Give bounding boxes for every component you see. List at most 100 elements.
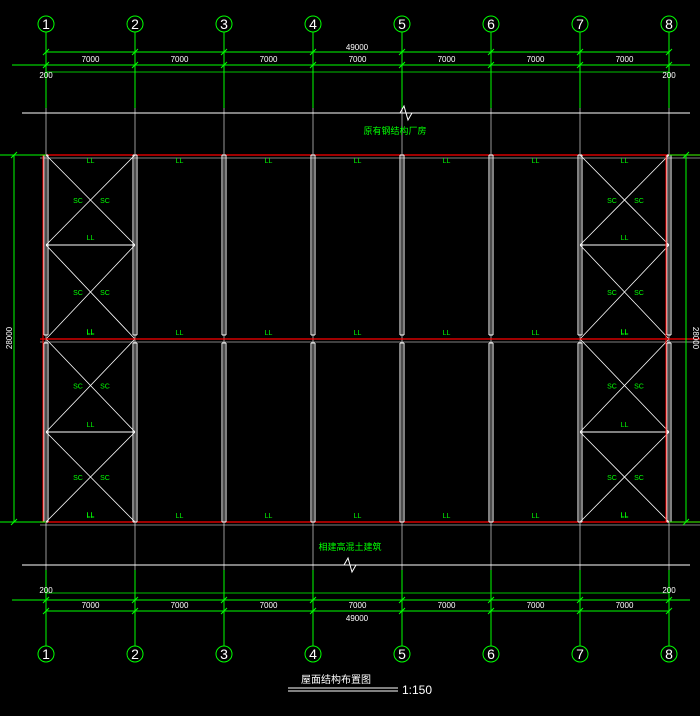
- axis-label-4-top: 4: [309, 16, 317, 32]
- total-tick-top-3: [220, 48, 228, 56]
- total-tick-bottom-2: [131, 607, 139, 615]
- total-tick-bottom-4: [309, 607, 317, 615]
- offset-dimension-bottom-left: 200: [39, 586, 53, 595]
- bay-dimension-bottom-7: 7000: [616, 601, 634, 610]
- total-tick-top-8: [665, 48, 673, 56]
- height-tick-left-1: [10, 518, 18, 526]
- brace-label-right-1-3: SC: [634, 475, 644, 482]
- strut-label-1-2: LL: [621, 422, 629, 429]
- break-mark-top: [399, 104, 413, 122]
- bay-dimension-bottom-1: 7000: [82, 601, 100, 610]
- axis-label-8-bottom: 8: [665, 646, 673, 662]
- axis-label-3-bottom: 3: [220, 646, 228, 662]
- brace-label-left-1-3: SC: [607, 475, 617, 482]
- beam-label-2-2: LL: [176, 513, 184, 520]
- drawing-title: 屋面结构布置图: [301, 673, 371, 686]
- dim-tick-top-1: [42, 61, 50, 69]
- total-tick-bottom-5: [398, 607, 406, 615]
- beam-label-1-6: LL: [532, 330, 540, 337]
- total-tick-top-7: [576, 48, 584, 56]
- offset-dimension-bottom-right: 200: [662, 586, 676, 595]
- beam-label-2-1: LL: [87, 513, 95, 520]
- brace-label-right-0-0: SC: [100, 198, 110, 205]
- strut-label-1-0: LL: [621, 235, 629, 242]
- height-dimension-right: 28000: [691, 327, 700, 350]
- bay-dimension-bottom-3: 7000: [260, 601, 278, 610]
- dim-tick-top-2: [131, 61, 139, 69]
- dimensions: [0, 48, 700, 615]
- bay-dimension-top-6: 7000: [527, 55, 545, 64]
- strut-label-1-1: LL: [621, 329, 629, 336]
- dim-tick-bottom-4: [309, 596, 317, 604]
- x-brace-b-0-3: [45, 431, 136, 523]
- strut-label-1-3: LL: [621, 512, 629, 519]
- strut-label-0-2: LL: [87, 422, 95, 429]
- brace-label-left-0-3: SC: [73, 475, 83, 482]
- axis-label-6-bottom: 6: [487, 646, 495, 662]
- dim-tick-bottom-7: [576, 596, 584, 604]
- total-tick-bottom-3: [220, 607, 228, 615]
- dim-tick-bottom-3: [220, 596, 228, 604]
- top-note: 原有钢结构厂房: [363, 125, 426, 136]
- brace-label-right-1-1: SC: [634, 290, 644, 297]
- bottom-note: 相建高混土建筑: [318, 541, 381, 552]
- strut-label-0-1: LL: [87, 329, 95, 336]
- x-brace-b-0-1: [45, 244, 136, 340]
- beam-label-2-4: LL: [354, 513, 362, 520]
- beam-label-1-4: LL: [354, 330, 362, 337]
- brace-label-right-0-3: SC: [100, 475, 110, 482]
- total-tick-bottom-1: [42, 607, 50, 615]
- bay-dimension-bottom-4: 7000: [349, 601, 367, 610]
- dim-tick-top-7: [576, 61, 584, 69]
- total-tick-bottom-6: [487, 607, 495, 615]
- axis-label-7-top: 7: [576, 16, 584, 32]
- axis-label-2-bottom: 2: [131, 646, 139, 662]
- brace-label-right-0-1: SC: [100, 290, 110, 297]
- axis-label-6-top: 6: [487, 16, 495, 32]
- bay-dimension-top-7: 7000: [616, 55, 634, 64]
- axis-label-7-bottom: 7: [576, 646, 584, 662]
- brace-label-left-1-1: SC: [607, 290, 617, 297]
- bay-dimension-top-1: 7000: [82, 55, 100, 64]
- axis-label-5-bottom: 5: [398, 646, 406, 662]
- beam-label-2-7: LL: [621, 513, 629, 520]
- dim-tick-bottom-2: [131, 596, 139, 604]
- beam-label-1-7: LL: [621, 330, 629, 337]
- height-dimension-left: 28000: [5, 326, 14, 349]
- bay-dimension-top-5: 7000: [438, 55, 456, 64]
- break-mark-bottom: [343, 556, 357, 574]
- beam-label-2-5: LL: [443, 513, 451, 520]
- bay-dimension-top-3: 7000: [260, 55, 278, 64]
- brace-label-left-0-1: SC: [73, 290, 83, 297]
- dim-tick-top-3: [220, 61, 228, 69]
- dim-tick-top-5: [398, 61, 406, 69]
- axis-label-3-top: 3: [220, 16, 228, 32]
- total-tick-top-1: [42, 48, 50, 56]
- bay-dimension-top-2: 7000: [171, 55, 189, 64]
- brace-label-right-1-0: SC: [634, 198, 644, 205]
- bay-dimension-bottom-2: 7000: [171, 601, 189, 610]
- axis-label-2-top: 2: [131, 16, 139, 32]
- total-tick-top-2: [131, 48, 139, 56]
- axis-label-4-bottom: 4: [309, 646, 317, 662]
- axis-label-5-top: 5: [398, 16, 406, 32]
- beam-label-0-5: LL: [443, 158, 451, 165]
- structure: [22, 104, 700, 574]
- offset-dimension-top-right: 200: [662, 71, 676, 80]
- beam-label-0-6: LL: [532, 158, 540, 165]
- brace-label-left-0-0: SC: [73, 198, 83, 205]
- beam-label-1-2: LL: [176, 330, 184, 337]
- offset-dimension-top-left: 200: [39, 71, 53, 80]
- brace-label-left-1-2: SC: [607, 384, 617, 391]
- strut-label-0-3: LL: [87, 512, 95, 519]
- brace-label-left-0-2: SC: [73, 384, 83, 391]
- dim-tick-bottom-6: [487, 596, 495, 604]
- brace-label-left-1-0: SC: [607, 198, 617, 205]
- total-dimension-top: 49000: [346, 43, 369, 52]
- beam-label-1-3: LL: [265, 330, 273, 337]
- total-tick-bottom-7: [576, 607, 584, 615]
- drawing-scale: 1:150: [402, 683, 432, 697]
- x-brace-b-0-2: [45, 338, 136, 433]
